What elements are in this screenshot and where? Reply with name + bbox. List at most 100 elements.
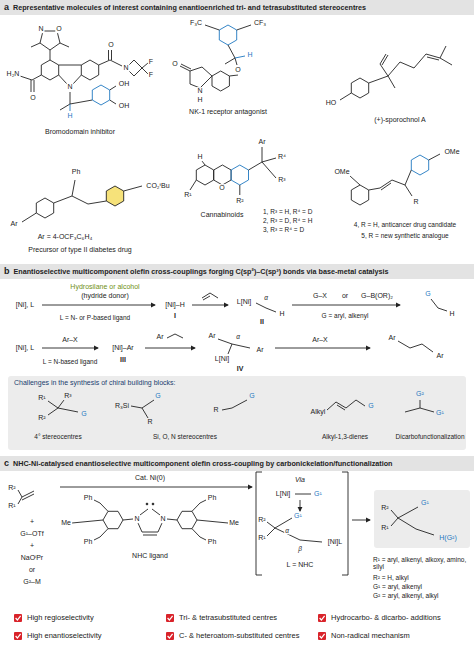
sporochnol-structure: [351, 78, 368, 98]
atom-label: N: [196, 87, 203, 95]
diabetes-precursor-structure: [22, 180, 142, 222]
atom-label: Cat. Ni(0): [134, 474, 166, 482]
atom-label: L = N-based ligand: [42, 358, 99, 365]
atom-label: α: [235, 333, 241, 340]
atom-label: Ar: [256, 346, 265, 354]
panel-heading: Enantioselective multicomponent olefin c…: [14, 267, 389, 276]
panel-c-scheme: [391, 507, 434, 535]
atom-label: Ph: [207, 538, 218, 546]
atom-label: G¹–OTf: [19, 530, 44, 538]
panel-c-scheme: [72, 500, 228, 540]
panel-c-scheme: [60, 487, 252, 488]
atom-label: Me: [60, 519, 72, 527]
atom-label: R¹: [7, 502, 16, 510]
atom-label: R²: [7, 484, 16, 492]
atom-label: H: [448, 310, 455, 318]
atom-label: Alkyl: [310, 408, 327, 416]
panel-c-scheme: [374, 490, 470, 548]
atom-label: R³: [63, 392, 72, 400]
cannabinoid-structure: [190, 147, 276, 195]
panel-letter: c: [4, 458, 9, 468]
atom-label: G: [367, 402, 374, 410]
checkboxes: [14, 632, 22, 640]
atom-label: OMe: [333, 168, 350, 176]
panel-letter: a: [4, 2, 9, 12]
atom-label: 5, R = new synthetic analogue: [360, 232, 449, 239]
atom-label: L = N- or P-based ligand: [59, 314, 131, 321]
caption-text: Non-radical mechanism: [330, 632, 411, 640]
atom-label: Alkyl-1,3-dienes: [321, 433, 369, 440]
bromodomain-structure: [92, 85, 109, 105]
atom-label: G²–M: [22, 578, 42, 586]
atom-label: α: [263, 294, 269, 301]
checkboxes: [166, 632, 174, 640]
building-block-structures: [131, 400, 154, 418]
atom-label: G¹: [420, 499, 430, 507]
panel-c-scheme: [146, 503, 148, 505]
atom-label: Ph: [71, 168, 82, 176]
panel-c-scheme: [138, 509, 162, 535]
atom-label: II: [259, 318, 265, 326]
atom-label: or: [341, 292, 349, 300]
atom-label: R⁴: [277, 153, 287, 161]
atom-label: R: [412, 198, 419, 206]
bromodomain-structure: [41, 60, 58, 80]
anticancer-structure: [351, 185, 368, 205]
atom-label: G: [80, 410, 87, 418]
atom-label: Ph: [207, 494, 218, 502]
caption-text: 1, R³ = H, R⁴ = D: [262, 208, 313, 215]
atom-label: Cannabinoids: [200, 211, 245, 219]
building-block-structures: [48, 400, 78, 415]
atom-label: CF₃: [253, 19, 267, 27]
panel-b-scheme: [145, 348, 195, 349]
atom-label: L[Ni]: [214, 355, 230, 363]
atom-label: [Ni]–Ar: [111, 344, 134, 352]
atom-label: Ar: [156, 333, 165, 341]
atom-label: L = NHC: [286, 561, 315, 569]
panel-c-scheme: [103, 511, 123, 528]
atom-label: G: [154, 392, 161, 400]
panel-heading-band: cNHC-Ni-catalysed enantioselective multi…: [0, 456, 474, 471]
atom-label: R¹: [183, 191, 192, 199]
nk1-structure: [219, 25, 236, 45]
atom-label: +: [29, 518, 35, 526]
panel-c-scheme: [295, 494, 311, 495]
atom-label: N: [133, 515, 140, 523]
panel-c-scheme: [352, 520, 370, 521]
atom-label: F₃C: [189, 19, 203, 27]
panel-c-scheme: [18, 472, 470, 575]
atom-label: Via: [294, 476, 306, 484]
atom-label: H: [196, 96, 203, 104]
atom-label: N: [159, 515, 166, 523]
caption-text: Hydrocarbo- & dicarbo- additions: [330, 614, 442, 622]
atom-label: H: [196, 153, 203, 161]
caption-text: High enantioselectivity: [26, 632, 103, 640]
bromodomain-structure: [81, 60, 98, 80]
atom-label: NHC ligand: [131, 552, 169, 560]
atom-label: Ar = 4-OCF₃C₆H₄: [37, 233, 94, 241]
building-block-structures: [48, 400, 434, 418]
atom-label: Ar: [436, 352, 445, 360]
atom-label: R: [146, 418, 153, 426]
atom-label: 4, R = H, anticancer drug candidate: [353, 221, 457, 228]
panel-heading-band: bEnantioselective multicomponent olefin …: [0, 264, 474, 279]
sporochnol-structure: [340, 46, 452, 100]
atom-label: O: [234, 66, 241, 74]
atom-label: IV: [236, 365, 245, 373]
atom-label: O: [171, 60, 178, 68]
atom-label: O: [55, 25, 62, 33]
atom-label: G¹: [293, 512, 303, 520]
atom-label: R: [212, 406, 219, 414]
nk1-structure: [235, 56, 245, 58]
panel-b-scheme: [42, 305, 155, 306]
nk1-structure: [180, 25, 251, 88]
atom-label: F: [148, 58, 154, 66]
box-heading: Challenges in the synthesis of chiral bu…: [8, 376, 466, 390]
atom-label: L[Ni]: [236, 298, 252, 306]
atom-label: Dicarbofunctionalization: [394, 433, 465, 440]
caption-text: C- & heteroatom-substituted centres: [178, 632, 300, 640]
caption-text: G² = aryl, alkenyl, alkyl: [372, 592, 440, 599]
panel-c-scheme: [177, 511, 197, 528]
bromodomain-structure: [31, 43, 69, 60]
